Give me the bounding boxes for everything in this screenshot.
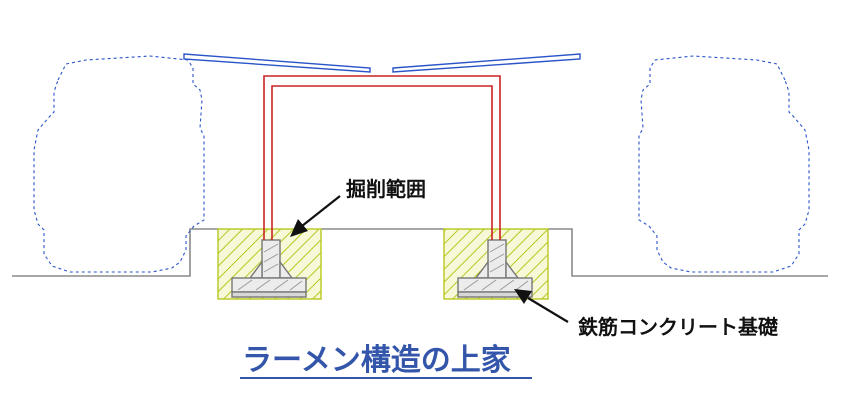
roof-panel-left <box>183 53 371 73</box>
ground-line <box>12 228 828 277</box>
leader-arrow-foundation <box>514 289 569 323</box>
diagram-title: ラーメン構造の上家 <box>242 343 511 378</box>
rc-footing-right <box>457 239 533 298</box>
vehicle-outline-left <box>33 55 205 273</box>
label-foundation: 鉄筋コンクリート基礎 <box>578 315 779 339</box>
roof-panel-right <box>392 53 581 73</box>
vehicle-outline-right <box>638 55 810 273</box>
leader-arrow-excavation <box>290 195 341 237</box>
rigid-frame <box>263 75 501 240</box>
rc-footing-left <box>231 239 307 298</box>
label-excavation: 掘削範囲 <box>346 177 426 201</box>
